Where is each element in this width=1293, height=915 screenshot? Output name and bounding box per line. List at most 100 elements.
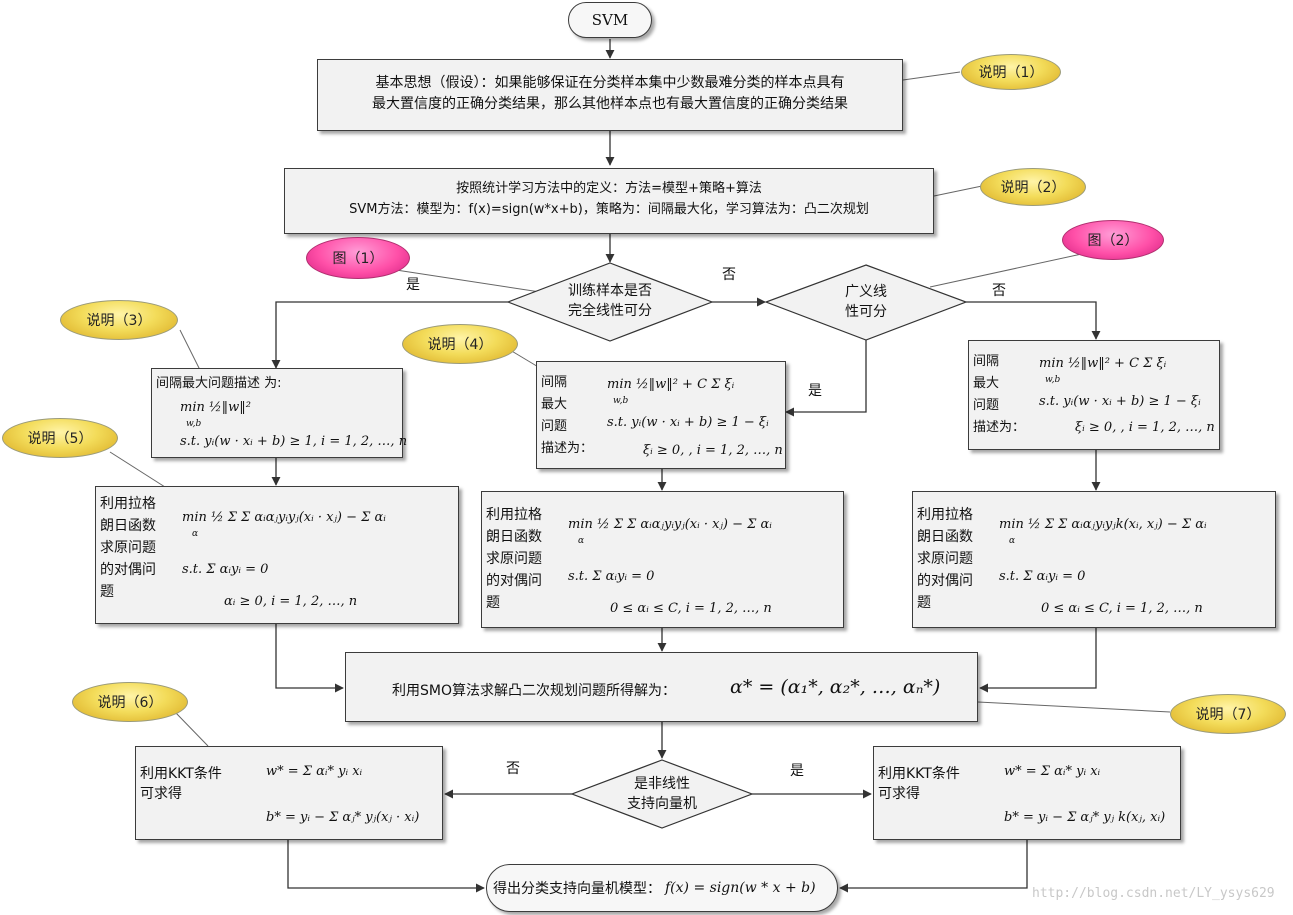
dual-right-constraint: s.t. Σ αᵢyᵢ = 0 <box>999 569 1086 584</box>
dual-left-label-3: 求原问题 <box>100 540 156 556</box>
final-text: 得出分类支持向量机模型： <box>493 881 661 897</box>
kkt-right-w: w* = Σ αᵢ* yᵢ xᵢ <box>1004 764 1101 779</box>
kernel-margin-box: 间隔 最大 问题 描述为： min ½‖w‖² + C Σ ξᵢ w,b s.t… <box>968 340 1220 450</box>
dual-left-label-4: 的对偶问 <box>100 562 156 578</box>
edge-kkt-right-to-final <box>839 840 1028 893</box>
edge-d2-yes <box>785 340 867 417</box>
branch-yes-1: 是 <box>406 277 420 293</box>
kernel-margin-label-2: 最大 <box>973 376 1000 391</box>
hard-margin-constraint: s.t. yᵢ(w · xᵢ + b) ≥ 1, i = 1, 2, …, n <box>180 434 408 449</box>
dual-left-objective: min ½ Σ Σ αᵢαⱼyᵢyⱼ(xᵢ · xⱼ) − Σ αᵢ <box>182 510 386 525</box>
leader-f1 <box>382 267 541 293</box>
soft-margin-objective: min ½‖w‖² + C Σ ξᵢ <box>607 377 735 392</box>
kernel-margin-label-4: 描述为： <box>973 420 1026 435</box>
soft-margin-label-1: 间隔 <box>541 375 568 390</box>
soft-margin-obj-subscript: w,b <box>613 396 629 406</box>
note-1: 说明（1） <box>961 54 1061 90</box>
dual-right-label-1: 利用拉格 <box>917 507 973 523</box>
kernel-margin-obj-subscript: w,b <box>1045 375 1061 385</box>
svm-label: SVM <box>591 11 629 29</box>
decision-3-line1: 是非线性 <box>634 776 690 792</box>
dual-mid-label-5: 题 <box>486 595 500 611</box>
dual-right-label-3: 求原问题 <box>917 551 973 567</box>
final-formula: f(x) = sign(w * x + b) <box>665 880 816 896</box>
hard-margin-objective: min ½‖w‖² <box>180 400 251 415</box>
note-2-label: 说明（2） <box>1000 180 1066 196</box>
note-1-label: 说明（1） <box>978 65 1044 81</box>
figure-callout-1: 图（1） <box>306 237 410 279</box>
kkt-left-label-2: 可求得 <box>140 786 182 802</box>
dual-left-obj-subscript: α <box>192 529 199 539</box>
note-5: 说明（5） <box>2 418 118 458</box>
basic-idea-line1: 基本思想（假设）：如果能够保证在分类样本集中少数最难分类的样本点具有 <box>375 75 845 91</box>
decision-2-line1: 广义线 <box>845 284 887 300</box>
soft-margin-label-2: 最大 <box>541 397 568 412</box>
figure-1-label: 图（1） <box>332 251 384 267</box>
hard-margin-title: 间隔最大问题描述 为: <box>156 376 282 391</box>
dual-left-label-2: 朗日函数 <box>100 518 156 534</box>
edge-d1-yes <box>271 301 508 369</box>
soft-margin-box: 间隔 最大 问题 描述为： min ½‖w‖² + C Σ ξᵢ w,b s.t… <box>536 361 786 469</box>
dual-mid-label-1: 利用拉格 <box>486 507 542 523</box>
note-7-label: 说明（7） <box>1195 707 1261 723</box>
branch-yes-3: 是 <box>790 763 804 779</box>
kkt-left-w: w* = Σ αᵢ* yᵢ xᵢ <box>266 764 363 779</box>
dual-right-label-4: 的对偶问 <box>917 573 973 589</box>
decision-diamond-1 <box>506 262 714 342</box>
dual-right-objective: min ½ Σ Σ αᵢαⱼyᵢyⱼk(xᵢ, xⱼ) − Σ αᵢ <box>999 517 1207 532</box>
note-3-label: 说明（3） <box>86 313 152 329</box>
dual-mid-label-2: 朗日函数 <box>486 529 542 545</box>
decision-1-line1: 训练样本是否 <box>568 283 652 299</box>
leader-n7 <box>977 701 1171 713</box>
kernel-margin-label-1: 间隔 <box>973 354 1000 369</box>
kkt-right-box: 利用KKT条件 可求得 w* = Σ αᵢ* yᵢ xᵢ b* = yᵢ − Σ… <box>873 746 1181 840</box>
leader-f2 <box>929 249 1101 288</box>
soft-margin-constraint: s.t. yᵢ(w · xᵢ + b) ≥ 1 − ξᵢ <box>607 415 769 430</box>
note-4-label: 说明（4） <box>427 337 493 353</box>
note-6: 说明（6） <box>72 682 188 722</box>
dual-right-bounds: 0 ≤ αᵢ ≤ C, i = 1, 2, …, n <box>1041 601 1203 616</box>
kernel-margin-objective: min ½‖w‖² + C Σ ξᵢ <box>1039 356 1167 371</box>
dual-mid-box: 利用拉格 朗日函数 求原问题 的对偶问 题 min ½ Σ Σ αᵢαⱼyᵢyⱼ… <box>481 491 844 628</box>
decision-1-text: 训练样本是否 完全线性可分 <box>548 281 672 321</box>
soft-margin-label-4: 描述为： <box>541 441 594 456</box>
final-model-box: 得出分类支持向量机模型： f(x) = sign(w * x + b) <box>486 864 838 912</box>
branch-no-2: 否 <box>992 283 1006 299</box>
kernel-margin-slack: ξᵢ ≥ 0, , i = 1, 2, …, n <box>1075 420 1215 435</box>
kkt-left-label-1: 利用KKT条件 <box>140 766 222 782</box>
branch-no-3: 否 <box>506 761 520 777</box>
dual-left-constraint: s.t. Σ αᵢyᵢ = 0 <box>182 562 269 577</box>
dual-right-label-2: 朗日函数 <box>917 529 973 545</box>
dual-mid-bounds: 0 ≤ αᵢ ≤ C, i = 1, 2, …, n <box>610 601 772 616</box>
note-5-label: 说明（5） <box>27 431 93 447</box>
svm-start: SVM <box>568 2 652 38</box>
kkt-right-label-1: 利用KKT条件 <box>878 766 960 782</box>
dual-right-obj-subscript: α <box>1009 536 1016 546</box>
decision-diamond-3 <box>570 759 754 829</box>
definition-line2: SVM方法：模型为：f(x)=sign(w*x+b)，策略为：间隔最大化，学习算… <box>349 202 869 217</box>
figure-callout-2: 图（2） <box>1062 220 1164 260</box>
basic-idea-box: 基本思想（假设）：如果能够保证在分类样本集中少数最难分类的样本点具有 最大置信度… <box>317 59 903 131</box>
dual-mid-obj-subscript: α <box>578 536 585 546</box>
dual-left-label-1: 利用拉格 <box>100 496 156 512</box>
note-4: 说明（4） <box>402 324 518 364</box>
watermark: http://blog.csdn.net/LY_ysys629 <box>1032 886 1275 901</box>
soft-margin-slack: ξᵢ ≥ 0, , i = 1, 2, …, n <box>643 443 783 458</box>
kkt-left-box: 利用KKT条件 可求得 w* = Σ αᵢ* yᵢ xᵢ b* = yᵢ − Σ… <box>135 746 443 840</box>
dual-left-label-5: 题 <box>100 584 114 600</box>
smo-formula: α* = (α₁*, α₂*, …, αₙ*) <box>730 676 941 698</box>
smo-solution-box: 利用SMO算法求解凸二次规划问题所得解为： α* = (α₁*, α₂*, …,… <box>345 652 978 722</box>
leader-n2 <box>933 185 983 197</box>
definition-line1: 按照统计学习方法中的定义：方法=模型+策略+算法 <box>456 181 762 196</box>
dual-left-box: 利用拉格 朗日函数 求原问题 的对偶问 题 min ½ Σ Σ αᵢαⱼyᵢyⱼ… <box>95 486 459 624</box>
kkt-right-b: b* = yᵢ − Σ αⱼ* yⱼ k(xⱼ, xᵢ) <box>1004 810 1166 825</box>
kkt-right-label-2: 可求得 <box>878 786 920 802</box>
decision-2-line2: 性可分 <box>845 304 887 320</box>
branch-yes-2: 是 <box>808 383 822 399</box>
branch-no-1: 否 <box>722 267 736 283</box>
decision-3-line2: 支持向量机 <box>627 796 697 812</box>
hard-margin-box: 间隔最大问题描述 为: min ½‖w‖² w,b s.t. yᵢ(w · xᵢ… <box>151 368 407 458</box>
dual-mid-objective: min ½ Σ Σ αᵢαⱼyᵢyⱼ(xᵢ · xⱼ) − Σ αᵢ <box>568 517 772 532</box>
dual-left-bounds: αᵢ ≥ 0, i = 1, 2, …, n <box>224 594 358 609</box>
dual-mid-label-3: 求原问题 <box>486 551 542 567</box>
